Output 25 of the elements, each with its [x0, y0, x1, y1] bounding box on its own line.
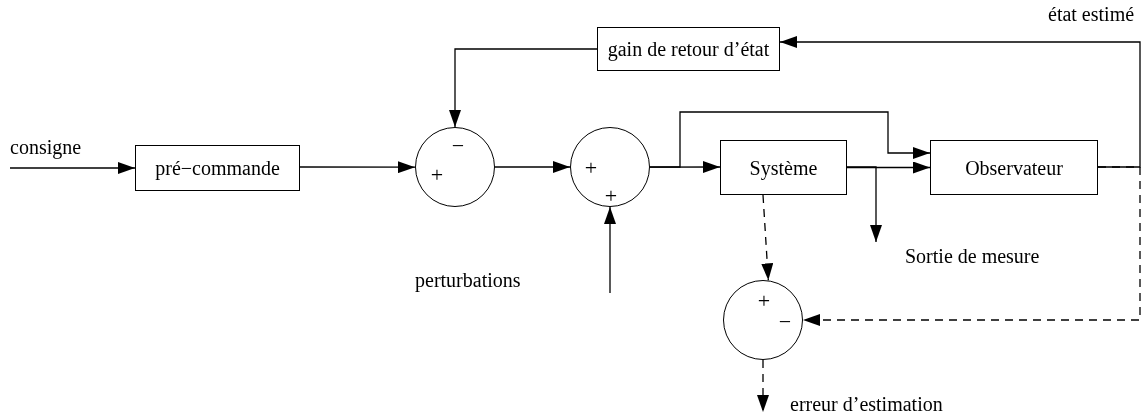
sign-label: + — [604, 185, 618, 207]
box-label: pré−commande — [155, 156, 280, 182]
process-box — [597, 27, 780, 71]
process-box — [720, 140, 847, 195]
arrow — [299, 161, 416, 174]
sign-label: − — [451, 135, 465, 157]
sign-label: + — [757, 290, 771, 312]
process-box — [135, 145, 300, 191]
arrow — [802, 166, 1141, 326]
arrow — [846, 166, 882, 243]
arrow — [649, 111, 931, 168]
sign-label: + — [430, 164, 444, 186]
sign-label: − — [778, 311, 792, 333]
sign-label: + — [584, 157, 598, 179]
box-label: gain de retour d’état — [607, 37, 770, 63]
arrow — [494, 161, 571, 173]
arrow — [9, 162, 136, 174]
box-label: Système — [749, 155, 818, 182]
arrow — [604, 206, 616, 294]
arrow — [757, 359, 769, 413]
arrow — [779, 36, 1141, 168]
arrow — [761, 194, 774, 281]
arrow — [449, 48, 598, 128]
process-box — [930, 140, 1098, 195]
box-label: Observateur — [965, 155, 1063, 181]
